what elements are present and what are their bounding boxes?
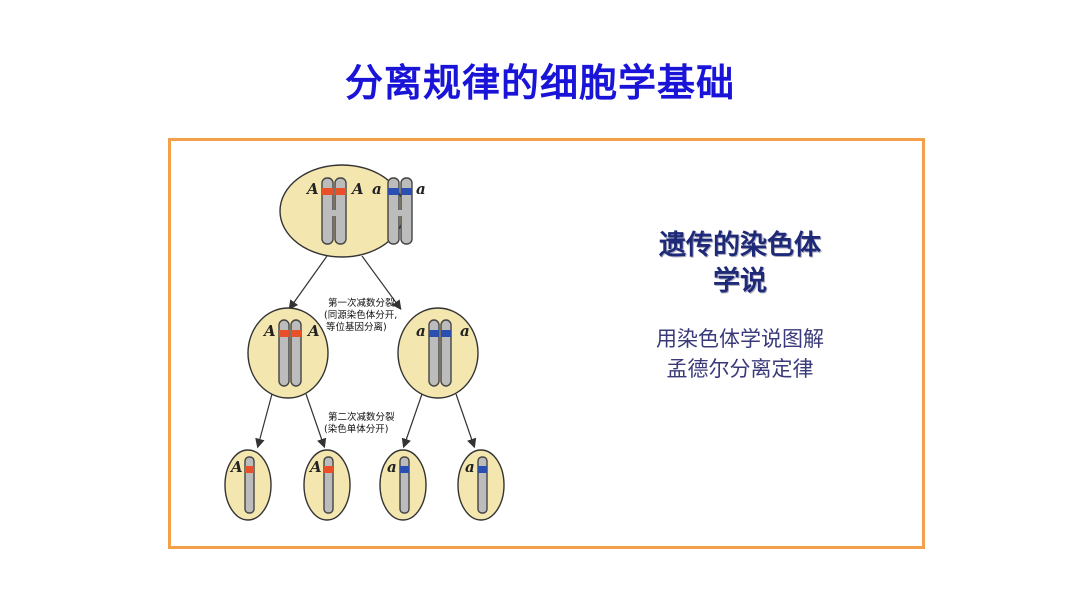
allele-label: A: [305, 180, 319, 198]
meiosis1-label: (同源染色体分开,: [324, 309, 397, 321]
arrow: [255, 393, 273, 449]
theory-description: 用染色体学说图解 孟德尔分离定律: [600, 324, 880, 384]
arrow: [455, 393, 477, 449]
meiosis-diagram: A A a a 第一次减数分裂 (同源染色体分开, 等位基因分离) A A a …: [224, 164, 505, 521]
allele-label: A: [262, 322, 276, 340]
arrow: [401, 393, 423, 449]
allele-label: a: [416, 180, 426, 198]
allele-label: A: [350, 180, 364, 198]
allele-label: A: [308, 458, 322, 476]
allele-label: A: [306, 322, 320, 340]
meiosis2-label: 第二次减数分裂: [328, 411, 395, 423]
description-line: 孟德尔分离定律: [666, 357, 814, 381]
chromosome-pair-A: [321, 177, 347, 245]
theory-heading: 遗传的染色体 学说: [600, 228, 880, 300]
meiosis1-label: 等位基因分离): [326, 321, 387, 333]
allele-label: a: [460, 322, 470, 340]
allele-label: a: [387, 458, 397, 476]
chromosome-pair-a: [387, 177, 413, 245]
allele-label: a: [416, 322, 426, 340]
meiosis1-label: 第一次减数分裂: [328, 297, 395, 309]
heading-line: 遗传的染色体: [659, 230, 821, 261]
arrow: [361, 255, 402, 310]
allele-label: a: [465, 458, 475, 476]
allele-label: a: [372, 180, 382, 198]
arrow: [288, 255, 328, 310]
description-line: 用染色体学说图解: [656, 327, 824, 351]
arrow: [305, 393, 327, 449]
meiosis2-label: (染色单体分开): [324, 423, 388, 435]
page-title: 分离规律的细胞学基础: [344, 60, 735, 105]
heading-line: 学说: [713, 266, 767, 297]
allele-label: A: [229, 458, 243, 476]
